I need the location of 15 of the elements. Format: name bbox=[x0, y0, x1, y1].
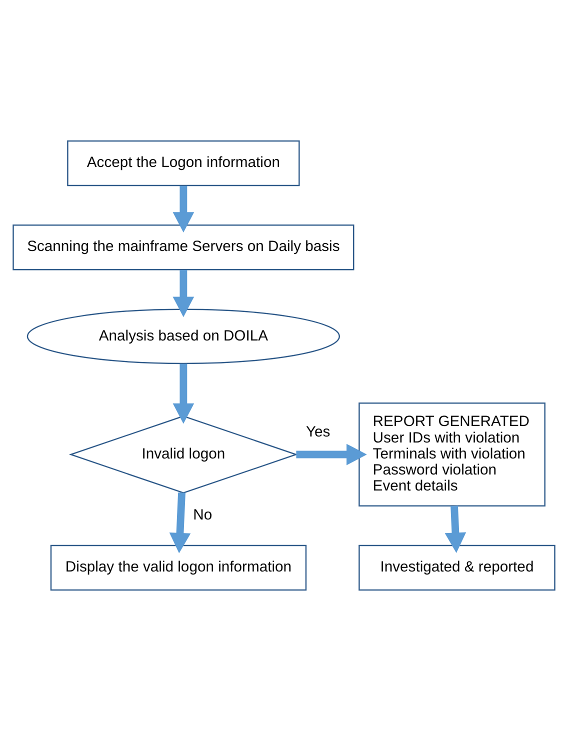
edge-label: No bbox=[193, 507, 212, 524]
node-box: Scanning the mainframe Servers on Daily basis bbox=[12, 224, 354, 270]
node-box: REPORT GENERATED User IDs with violation Terminals with violation Password violation Event details bbox=[358, 402, 546, 506]
node-box: Accept the Logon information bbox=[67, 140, 300, 186]
node-box: Display the valid logon information bbox=[50, 544, 307, 591]
arrow bbox=[172, 186, 194, 233]
arrow bbox=[172, 364, 194, 424]
node-diamond: Invalid logon bbox=[68, 416, 298, 494]
node-ellipse: Analysis based on DOILA bbox=[26, 308, 340, 364]
arrow bbox=[296, 444, 367, 466]
node-box: Investigated & reported bbox=[358, 544, 556, 591]
arrow bbox=[169, 492, 191, 554]
arrow bbox=[172, 270, 194, 318]
arrow bbox=[444, 506, 466, 554]
edge-label: Yes bbox=[306, 424, 330, 440]
